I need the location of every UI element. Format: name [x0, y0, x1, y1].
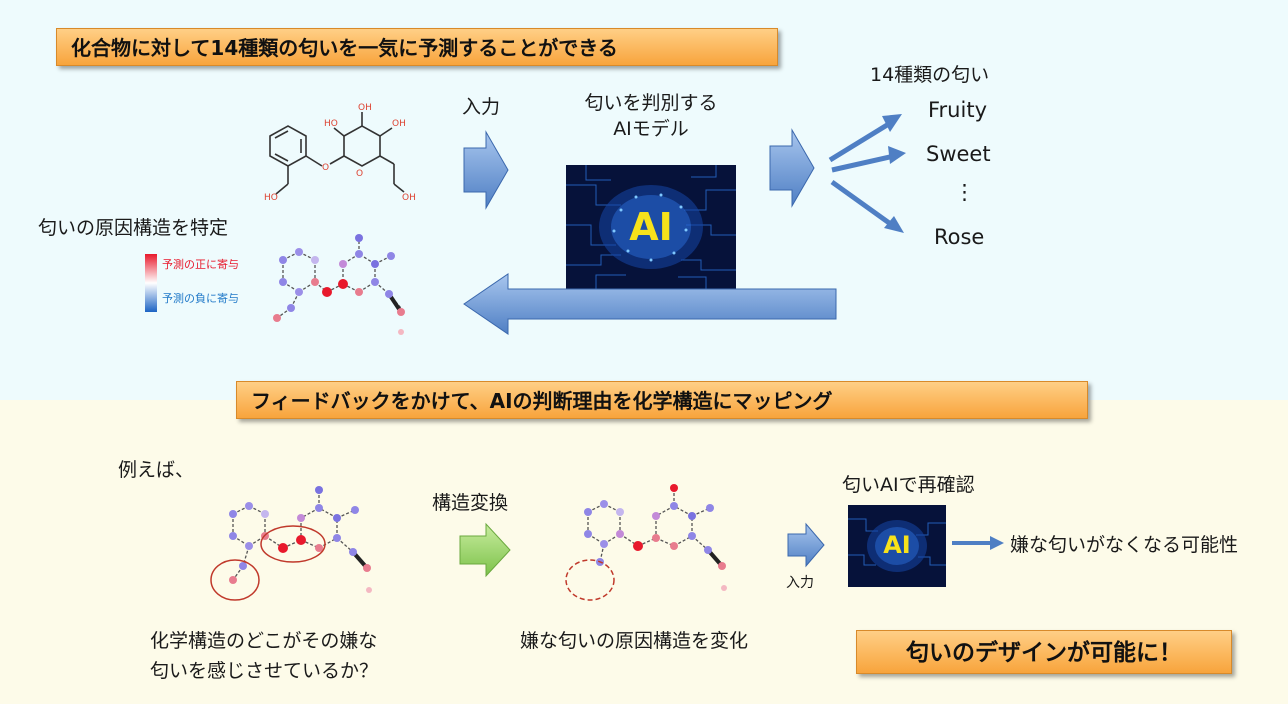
question-line2: 匂いを感じさせているか？: [150, 660, 379, 682]
feedback-arrow: [463, 273, 837, 335]
svg-text:O: O: [322, 163, 329, 173]
svg-text:HO: HO: [324, 119, 338, 129]
contribution-color-bar: [145, 254, 157, 312]
ai-text-small: AI: [883, 531, 911, 559]
ai-model-label-line2: AIモデル: [613, 118, 689, 140]
circuit-brain-icon-small: [848, 505, 946, 587]
reconfirm-ai-image: AI: [848, 505, 946, 587]
input-arrow: [463, 130, 509, 210]
ai-text: AI: [629, 205, 673, 249]
transform-label: 構造変換: [432, 492, 509, 514]
contribution-map-molecule: [273, 234, 405, 335]
reconfirm-label: 匂いAIで再確認: [842, 474, 975, 496]
reconfirm-input-arrow: [787, 522, 825, 568]
svg-text:OH: OH: [402, 193, 416, 203]
glucoside-molecule-diagram: HO O HO OH OH O OH: [264, 103, 416, 203]
odor-item-fruity: Fruity: [928, 98, 987, 122]
legend-negative-label: 予測の負に寄与: [162, 292, 239, 305]
input-label: 入力: [462, 96, 501, 118]
bottom-banner: フィードバックをかけて、AIの判断理由を化学構造にマッピング: [236, 381, 1088, 419]
odor-header: 14種類の匂い: [870, 64, 990, 86]
svg-text:HO: HO: [264, 193, 278, 203]
legend-positive-label: 予測の正に寄与: [162, 258, 239, 271]
odor-fanout-arrows: [828, 114, 906, 233]
result-arrow: [952, 536, 1004, 550]
odor-cause-molecule: [210, 486, 372, 601]
example-label: 例えば、: [118, 459, 195, 481]
odor-item-rose: Rose: [934, 225, 985, 249]
circuit-brain-icon: [566, 165, 736, 290]
svg-text:O: O: [356, 169, 363, 179]
design-banner: 匂いのデザインが可能に！: [856, 630, 1232, 674]
changed-structure-label: 嫌な匂いの原因構造を変化: [520, 630, 749, 652]
small-input-label: 入力: [786, 575, 814, 591]
ai-model-image: AI: [566, 165, 736, 290]
ai-model-label-line1: 匂いを判別する: [584, 92, 718, 114]
svg-text:OH: OH: [392, 119, 406, 129]
modified-molecule: [565, 484, 727, 601]
odor-item-ellipsis: ⋮: [954, 180, 975, 204]
output-arrow: [769, 128, 815, 208]
transform-arrow: [459, 522, 511, 578]
question-line1: 化学構造のどこがその嫌な: [150, 630, 378, 652]
svg-text:OH: OH: [358, 103, 372, 113]
result-label: 嫌な匂いがなくなる可能性: [1010, 534, 1239, 556]
top-banner: 化合物に対して14種類の匂いを一気に予測することができる: [56, 28, 778, 66]
identify-cause-label: 匂いの原因構造を特定: [38, 217, 229, 239]
odor-item-sweet: Sweet: [926, 142, 991, 166]
